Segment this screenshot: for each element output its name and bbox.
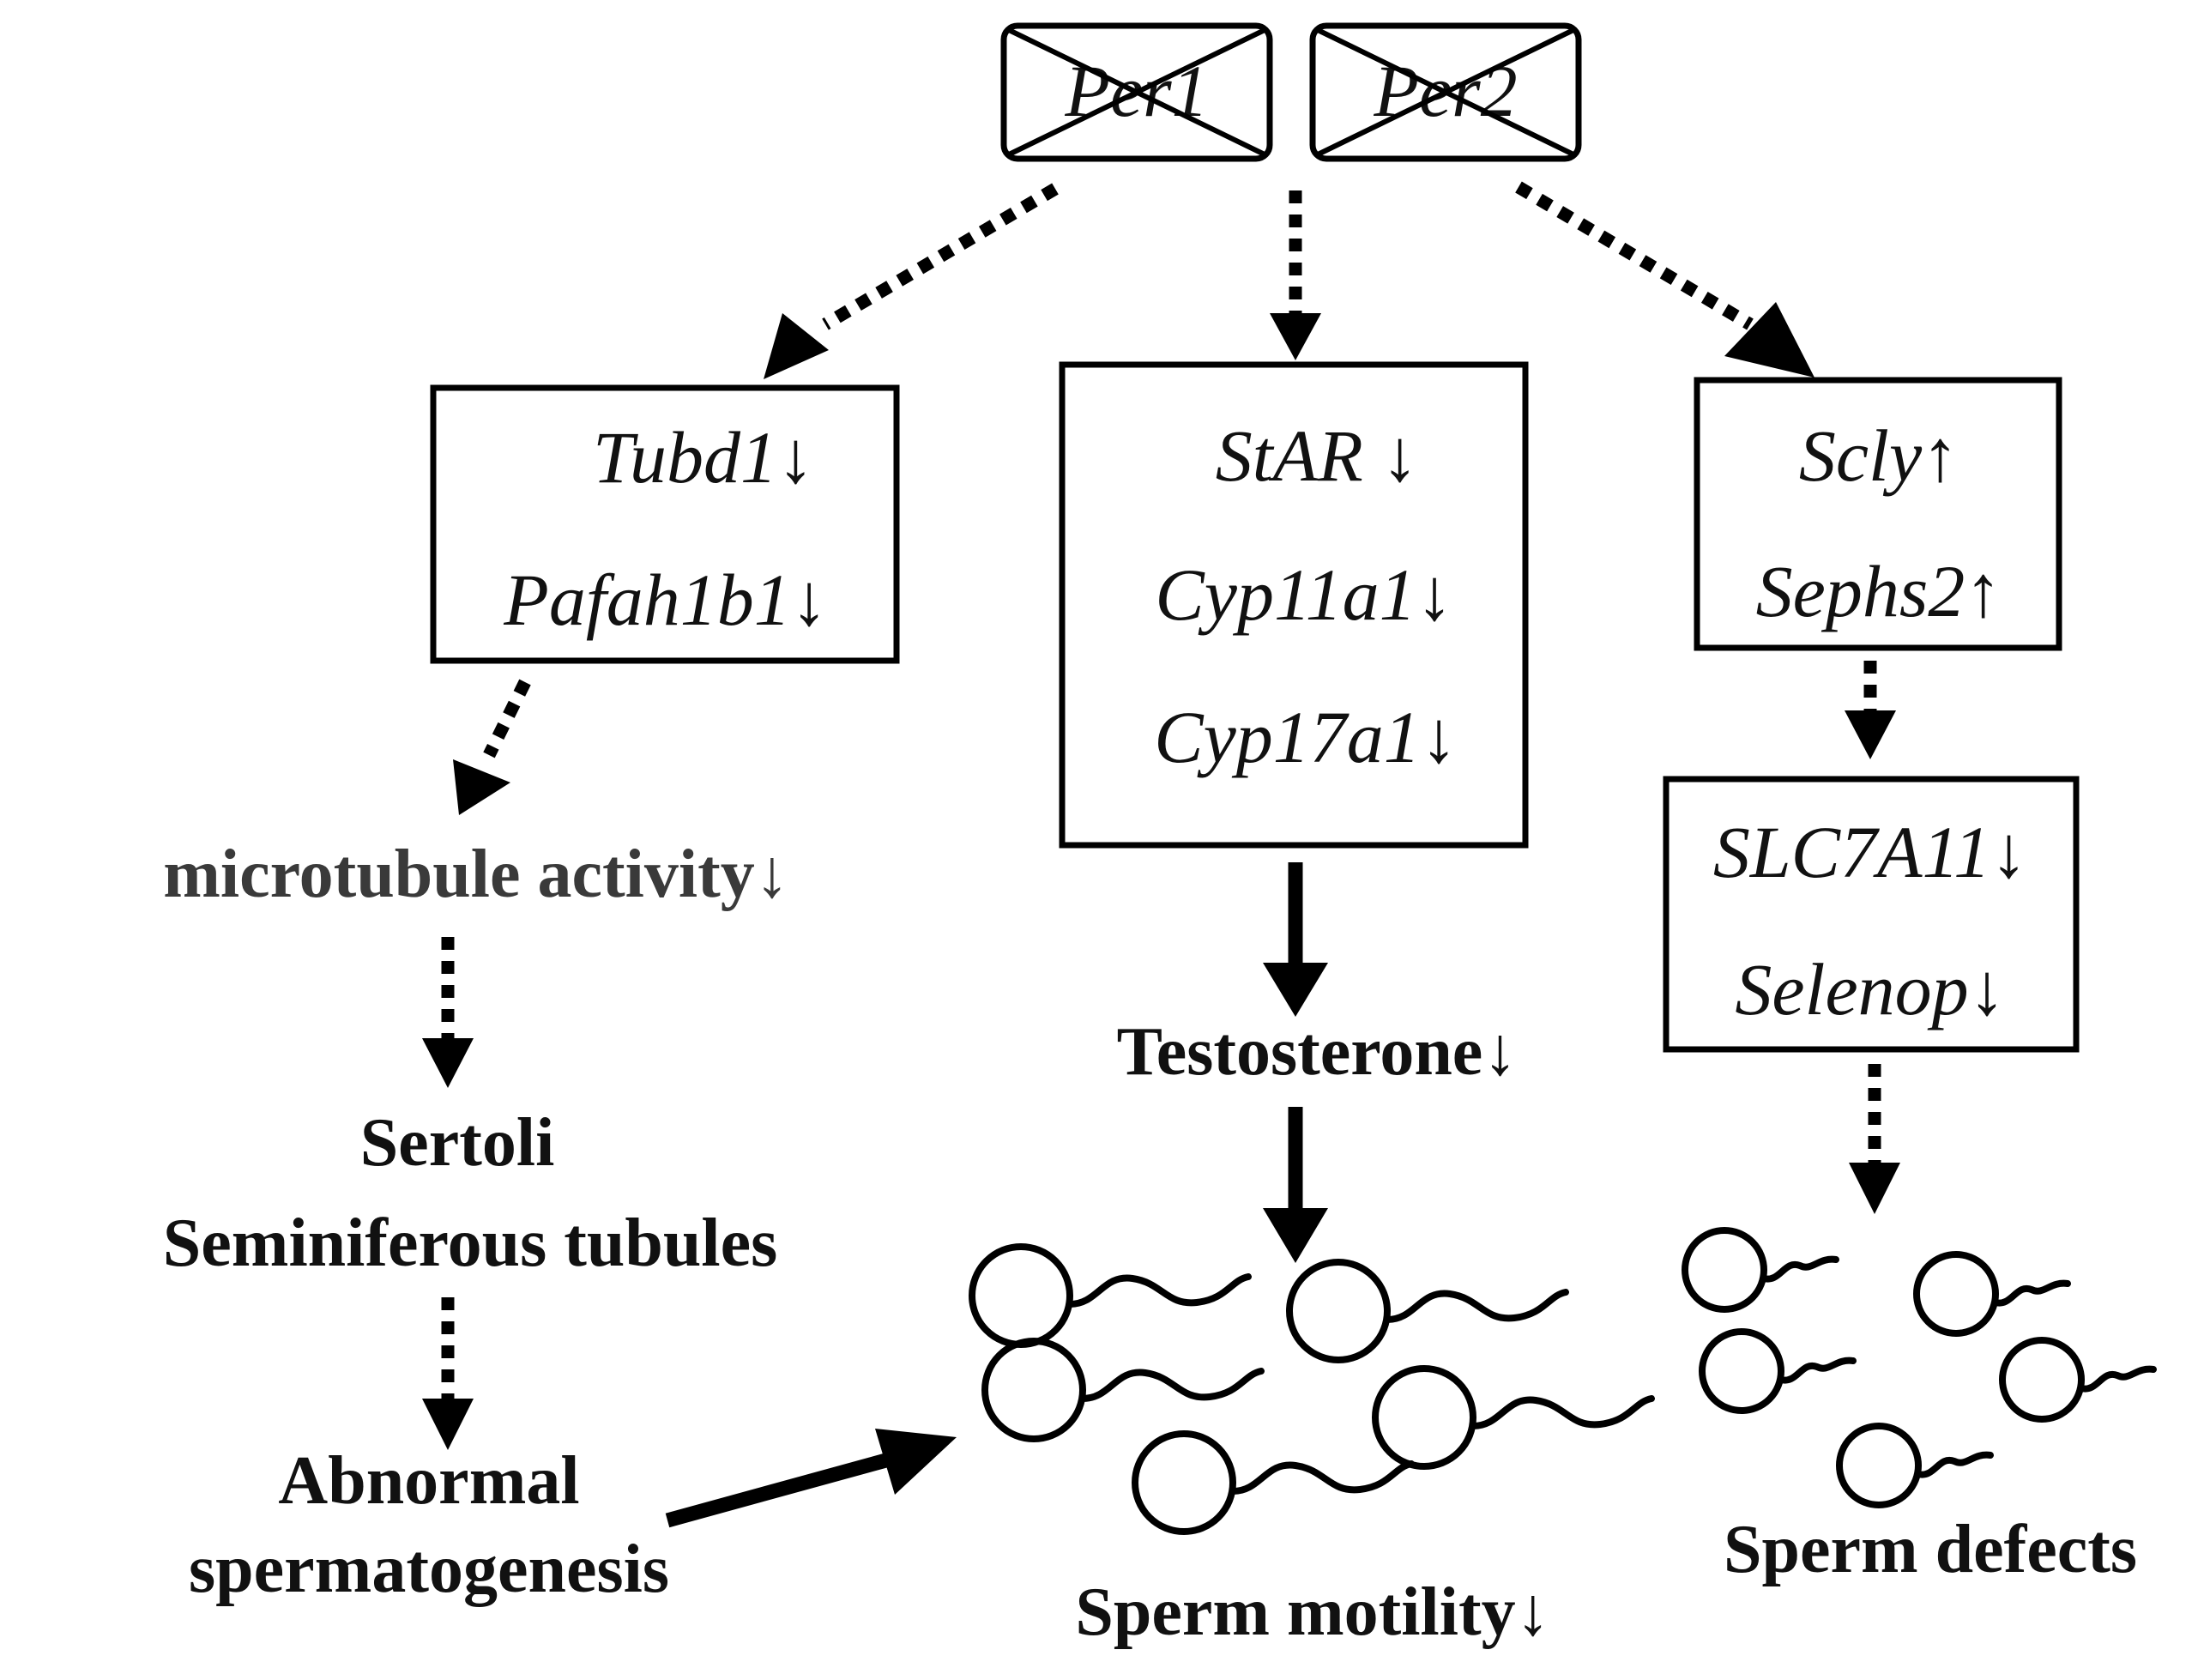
seminiferous-tubules-label: Seminiferous tubules xyxy=(163,1206,777,1281)
per1-knockout-box: Per1 xyxy=(1000,22,1273,162)
gene-slc7a11: SLC7A11↓ xyxy=(1713,811,2027,893)
sperm-motility-label: Sperm motility↓ xyxy=(1075,1574,1549,1650)
arrow-microtubule-to-sertoli xyxy=(422,937,474,1088)
arrow-testosterone-to-sperm xyxy=(1263,1107,1328,1263)
arrow-to-center-box xyxy=(1270,190,1321,360)
center-gene-box: StAR ↓ Cyp11a1↓ Cyp17a1↓ xyxy=(1059,361,1529,849)
arrow-to-right-box xyxy=(1515,181,1814,378)
defective-sperm-cell xyxy=(1699,1328,1857,1414)
arrow-right-box-to-sperm-defects xyxy=(1849,1064,1900,1214)
gene-cyp11a1: Cyp11a1↓ xyxy=(1155,553,1452,636)
gene-selenop: Selenop↓ xyxy=(1735,948,2005,1030)
defective-sperm-cell xyxy=(1836,1423,1994,1508)
sperm-defects-label: Sperm defects xyxy=(1724,1512,2137,1587)
arrow-abnormal-to-sperm xyxy=(665,1429,957,1528)
sperm-cell xyxy=(1286,1259,1569,1363)
gene-cyp17a1: Cyp17a1↓ xyxy=(1154,696,1458,778)
defective-sperm-cell xyxy=(1682,1227,1839,1313)
gene-tubd1: Tubd1↓ xyxy=(593,416,814,499)
arrow-left-box-to-microtubule xyxy=(453,679,531,815)
spermatogenesis-label: spermatogenesis xyxy=(189,1532,669,1607)
sertoli-label: Sertoli xyxy=(360,1105,555,1181)
testosterone-label: Testosterone↓ xyxy=(1117,1014,1518,1090)
sperm-cell xyxy=(969,1243,1252,1348)
gene-pafah1b1: Pafah1b1↓ xyxy=(503,559,827,641)
sperm-cell xyxy=(1372,1365,1655,1470)
gene-star: StAR ↓ xyxy=(1216,414,1418,497)
gene-scly: Scly↑ xyxy=(1799,414,1959,497)
arrow-right-top-to-bottom xyxy=(1845,661,1896,759)
arrow-center-box-to-testosterone xyxy=(1263,862,1328,1017)
defective-sperm-cluster xyxy=(1682,1227,2157,1508)
left-gene-box: Tubd1↓ Pafah1b1↓ xyxy=(430,384,900,664)
right-top-gene-box: Scly↑ Sephs2↑ xyxy=(1694,377,2062,651)
sperm-cell xyxy=(981,1338,1265,1442)
gene-sephs2: Sephs2↑ xyxy=(1756,550,2002,632)
sperm-cell xyxy=(1132,1430,1415,1535)
defective-sperm-cell xyxy=(1913,1251,2071,1337)
microtubule-activity-label: microtubule activity↓ xyxy=(163,837,789,912)
per1-cross-line-2 xyxy=(1005,27,1268,158)
normal-sperm-cluster xyxy=(969,1243,1655,1535)
defective-sperm-cell xyxy=(1999,1337,2157,1423)
per2-cross-line-2 xyxy=(1314,27,1577,158)
per2-knockout-box: Per2 xyxy=(1309,22,1582,162)
abnormal-label: Abnormal xyxy=(278,1443,579,1519)
arrow-tubules-to-abnormal xyxy=(422,1297,474,1450)
arrow-to-left-box xyxy=(764,183,1059,379)
right-bottom-gene-box: SLC7A11↓ Selenop↓ xyxy=(1663,776,2080,1053)
